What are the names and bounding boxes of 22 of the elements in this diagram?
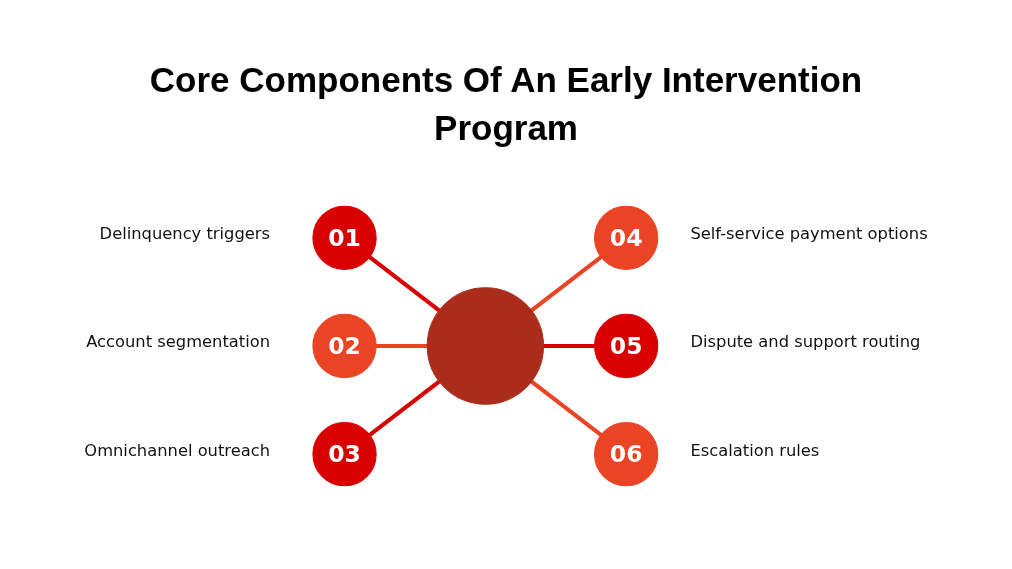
numbered-circle <box>312 313 377 379</box>
connector-line <box>529 379 604 438</box>
numbered-circle <box>312 205 377 270</box>
step-number: 04 <box>609 223 643 253</box>
step-number: 02 <box>328 331 361 361</box>
step-number: 05 <box>609 331 643 361</box>
component-label: Dispute and support routing <box>690 332 921 352</box>
step-number: 01 <box>328 223 361 253</box>
component-label: Account segmentation <box>86 332 271 352</box>
connector-line <box>529 254 604 313</box>
numbered-circle <box>312 422 377 487</box>
numbered-circle <box>594 313 659 379</box>
numbered-circle <box>594 205 659 270</box>
component-label: Delinquency triggers <box>99 224 271 244</box>
component-label: Escalation rules <box>690 440 820 460</box>
hub-circle <box>426 287 544 405</box>
numbered-circle <box>594 422 659 487</box>
title: Core Components Of An Early Intervention Program <box>148 59 864 149</box>
component-label: Omnichannel outreach <box>84 440 271 460</box>
step-number: 06 <box>609 439 643 470</box>
step-number: 03 <box>328 439 361 470</box>
component-label: Self-service payment options <box>690 224 928 244</box>
